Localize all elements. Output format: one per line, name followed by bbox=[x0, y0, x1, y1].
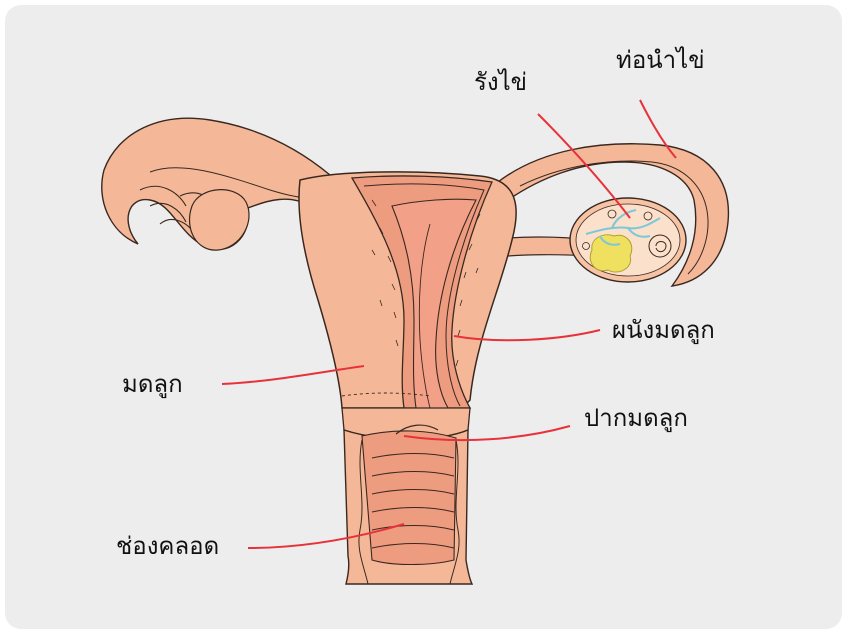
left-ovary-shape bbox=[190, 190, 250, 250]
ovary-follicle-yellow bbox=[590, 235, 632, 272]
label-ovary: รังไข่ bbox=[474, 70, 527, 94]
label-fallopian-tube: ท่อนำไข่ bbox=[616, 48, 705, 72]
vaginal-canal bbox=[362, 431, 456, 565]
label-vagina: ช่องคลอด bbox=[116, 534, 219, 558]
label-uterus: มดลูก bbox=[122, 372, 183, 396]
label-uterine-wall: ผนังมดลูก bbox=[612, 318, 715, 342]
label-cervix: ปากมดลูก bbox=[584, 406, 688, 430]
